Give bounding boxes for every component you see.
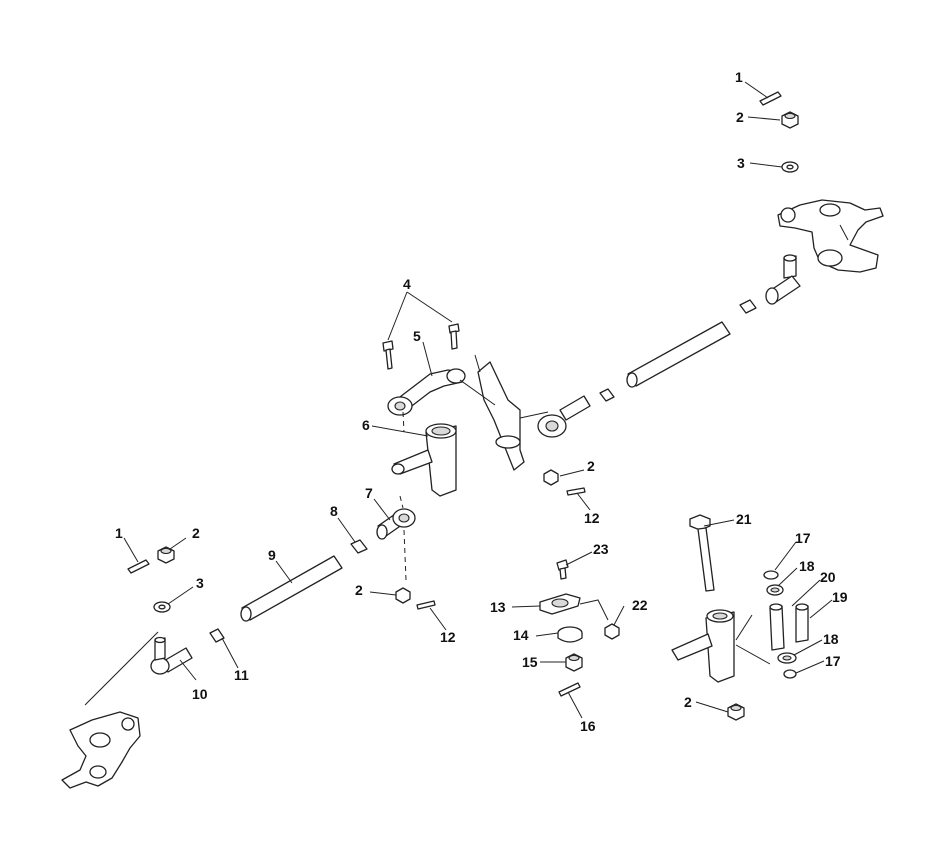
left-outer-tie-rod-end <box>150 636 193 675</box>
callout-8: 8 <box>330 503 338 519</box>
callout-15: 15 <box>522 654 538 670</box>
castle-nut-top <box>781 111 799 129</box>
flange-nut <box>604 623 620 640</box>
left-tie-rod <box>240 555 343 622</box>
idler-bushings <box>763 570 809 679</box>
callout-14: 14 <box>513 627 529 643</box>
mid-hardware <box>395 469 586 610</box>
callout-22: 22 <box>632 597 648 613</box>
callout-17-top: 17 <box>795 530 811 546</box>
leader-lines <box>123 81 833 719</box>
callout-1-top: 1 <box>735 69 743 85</box>
callout-11: 11 <box>234 667 249 683</box>
callout-4: 4 <box>403 276 411 292</box>
right-tie-rod-assembly <box>537 254 801 438</box>
callout-12-mid: 12 <box>584 510 600 526</box>
callout-9: 9 <box>268 547 276 563</box>
right-spindle <box>777 199 884 273</box>
callout-2-top: 2 <box>736 109 744 125</box>
left-inner-tie-rod-end <box>376 495 416 581</box>
callout-numbers: 1 2 3 4 5 6 7 8 9 1 2 3 10 11 2 12 2 12 … <box>115 69 848 734</box>
idler-bolt <box>689 514 715 592</box>
callout-6: 6 <box>362 417 370 433</box>
idler-arm <box>671 609 771 683</box>
callout-5: 5 <box>413 328 421 344</box>
bearing-spacer <box>557 626 583 643</box>
steering-arm <box>391 411 457 497</box>
idler-nut <box>727 703 745 721</box>
callout-3-left: 3 <box>196 575 204 591</box>
bearing-cotter-pin <box>558 682 581 697</box>
left-hardware-stack <box>127 546 175 613</box>
callout-13: 13 <box>490 599 506 615</box>
left-spindle <box>61 631 159 789</box>
callout-23: 23 <box>593 541 609 557</box>
pitman-arm <box>387 368 496 416</box>
callout-10: 10 <box>192 686 208 702</box>
left-tie-rod-nut <box>209 628 225 643</box>
callout-1-left: 1 <box>115 525 123 541</box>
callout-2-left: 2 <box>192 525 200 541</box>
callout-18-top: 18 <box>799 558 815 574</box>
callout-2-mid: 2 <box>587 458 595 474</box>
callout-18-low: 18 <box>823 631 839 647</box>
callout-17-low: 17 <box>825 653 841 669</box>
pitman-arm-bolts <box>382 323 460 370</box>
callout-20: 20 <box>820 569 836 585</box>
cotter-pin-top <box>759 91 782 106</box>
callout-12-low: 12 <box>440 629 456 645</box>
callout-19: 19 <box>832 589 848 605</box>
callout-21: 21 <box>736 511 752 527</box>
left-jam-nut <box>350 539 368 554</box>
callout-7: 7 <box>365 485 373 501</box>
bearing-nut <box>565 653 583 672</box>
callout-2-low: 2 <box>355 582 363 598</box>
washer-top <box>781 161 799 173</box>
right-hardware-stack <box>759 91 799 173</box>
callout-16: 16 <box>580 718 596 734</box>
callout-2-right: 2 <box>684 694 692 710</box>
bearing-flange <box>539 593 609 621</box>
pivot-bolt <box>556 559 569 580</box>
steering-post <box>474 354 549 471</box>
callout-3-top: 3 <box>737 155 745 171</box>
